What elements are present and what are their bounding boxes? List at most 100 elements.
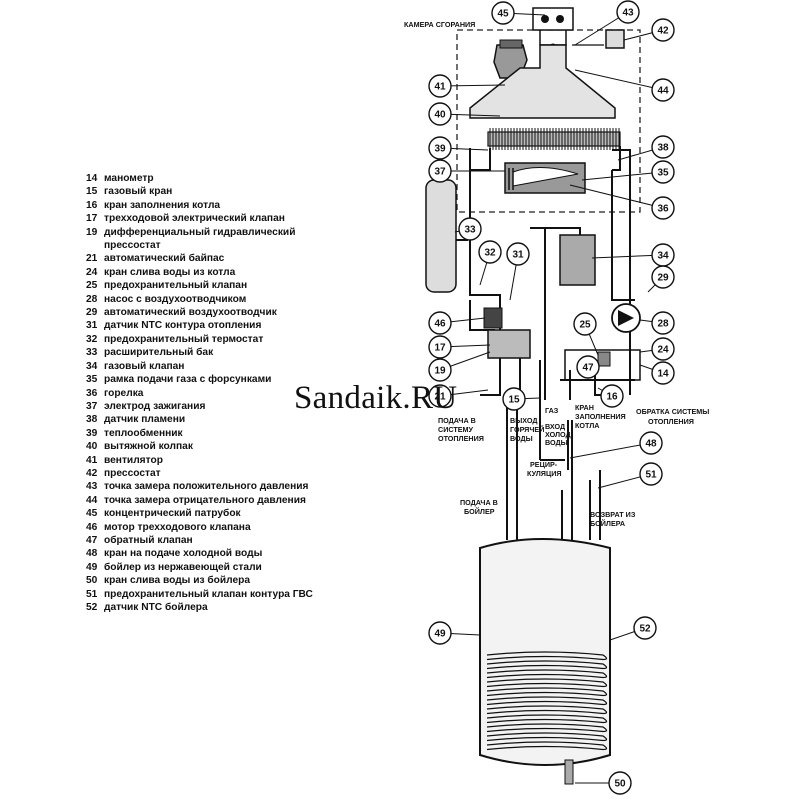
callout-leader: [569, 442, 652, 459]
boiler-coil: [486, 651, 608, 751]
legend-number: 49: [86, 561, 98, 573]
callout-number: 47: [582, 363, 594, 374]
legend-number: 42: [86, 467, 98, 479]
callout-circle: [651, 160, 675, 184]
callout-circle: [639, 431, 663, 455]
legend-number: 24: [86, 266, 98, 278]
legend-number: 44: [86, 494, 98, 506]
legend-number: 40: [86, 441, 98, 453]
callout-circle: [651, 337, 675, 361]
callout-circle: [428, 335, 452, 359]
label-hot-water-2: ГОРЯЧЕЙ: [510, 425, 544, 434]
legend-text: горелка: [104, 387, 144, 399]
legend-number: 48: [86, 548, 98, 560]
legend-number: 32: [86, 333, 98, 345]
callout-number: 46: [434, 319, 446, 330]
callout-circle: [651, 78, 675, 102]
legend-text: дифференциальный гидравлический прессост…: [104, 226, 296, 252]
callout-number: 44: [657, 86, 669, 97]
label-recirc-2: КУЛЯЦИЯ: [527, 469, 562, 478]
legend-number: 36: [86, 387, 98, 399]
legend-number: 47: [86, 534, 98, 546]
callout-circle: [428, 311, 452, 335]
callout-number: 51: [645, 470, 657, 481]
legend-number: 21: [86, 253, 98, 265]
callout-circle: [633, 616, 657, 640]
callout-number: 50: [614, 779, 626, 790]
legend-text: датчик NTC контура отопления: [104, 320, 262, 332]
callout-number: 31: [512, 250, 524, 261]
label-hot-water-1: ВЫХОД: [510, 416, 537, 425]
boiler-pipes: [506, 400, 601, 540]
legend-text: трехходовой электрический клапан: [104, 213, 285, 225]
label-recirc-1: РЕЦИР-: [530, 460, 558, 469]
callout-circle: [428, 384, 452, 408]
legend-text: точка замера положительного давления: [104, 481, 309, 493]
legend-text: предохранительный термостат: [104, 333, 264, 345]
legend-text: кран слива воды из котла: [104, 266, 236, 278]
legend-item: 36 горелка: [86, 387, 386, 400]
legend-item: 48 кран на подаче холодной воды: [86, 547, 386, 560]
three-way-valve: [487, 329, 531, 359]
label-boiler-supply-1: ПОДАЧА В: [460, 498, 498, 507]
callout-circle: [428, 159, 452, 183]
label-heating-supply-3: ОТОПЛЕНИЯ: [438, 434, 484, 443]
callout-number: 15: [508, 395, 520, 406]
label-combustion-chamber: КАМЕРА СГОРАНИЯ: [404, 20, 475, 29]
legend-text: кран на подаче холодной воды: [104, 548, 263, 560]
callout-circle: [502, 387, 526, 411]
legend-text: автоматический воздухоотводчик: [104, 307, 277, 319]
legend-text: концентрический патрубок: [104, 508, 241, 520]
legend-number: 34: [86, 360, 98, 372]
legend-text: электрод зажигания: [104, 400, 206, 412]
label-cold-in-2: ХОЛОД.: [545, 430, 573, 439]
callout-number: 25: [579, 320, 591, 331]
callout-leader: [569, 184, 664, 209]
callout-circle: [608, 771, 632, 795]
callout-number: 35: [657, 168, 669, 179]
legend-text: обратный клапан: [104, 534, 193, 546]
legend-number: 45: [86, 508, 98, 520]
callout-number: 34: [657, 251, 669, 262]
legend-text: кран заполнения котла: [104, 199, 221, 211]
label-boiler-return-1: ВОЗВРАТ ИЗ: [590, 510, 636, 519]
callout-number: 14: [657, 369, 669, 380]
callout-circle: [428, 102, 452, 126]
callout-number: 36: [657, 204, 669, 215]
callout-number: 40: [434, 110, 446, 121]
callout-number: 48: [645, 439, 657, 450]
label-fill-tap-1: КРАН: [575, 403, 594, 412]
callout-number: 21: [434, 392, 446, 403]
legend-text: автоматический байпас: [104, 253, 225, 265]
callout-circle: [428, 358, 452, 382]
callout-circle: [639, 462, 663, 486]
legend-text: газовый кран: [104, 186, 173, 198]
callout-circle: [651, 311, 675, 335]
legend-text: датчик NTC бойлера: [104, 602, 208, 613]
legend-text: предохранительный клапан: [104, 280, 248, 292]
callout-leader: [591, 254, 664, 259]
legend-number: 33: [86, 347, 98, 359]
boiler-drain-tap: [564, 759, 574, 785]
legend-item: 32 предохранительный термостат: [86, 333, 386, 346]
legend-number: 35: [86, 374, 98, 386]
label-cold-in-1: ВХОД: [545, 422, 565, 431]
legend-number: 50: [86, 575, 98, 587]
callout-number: 16: [606, 392, 618, 403]
